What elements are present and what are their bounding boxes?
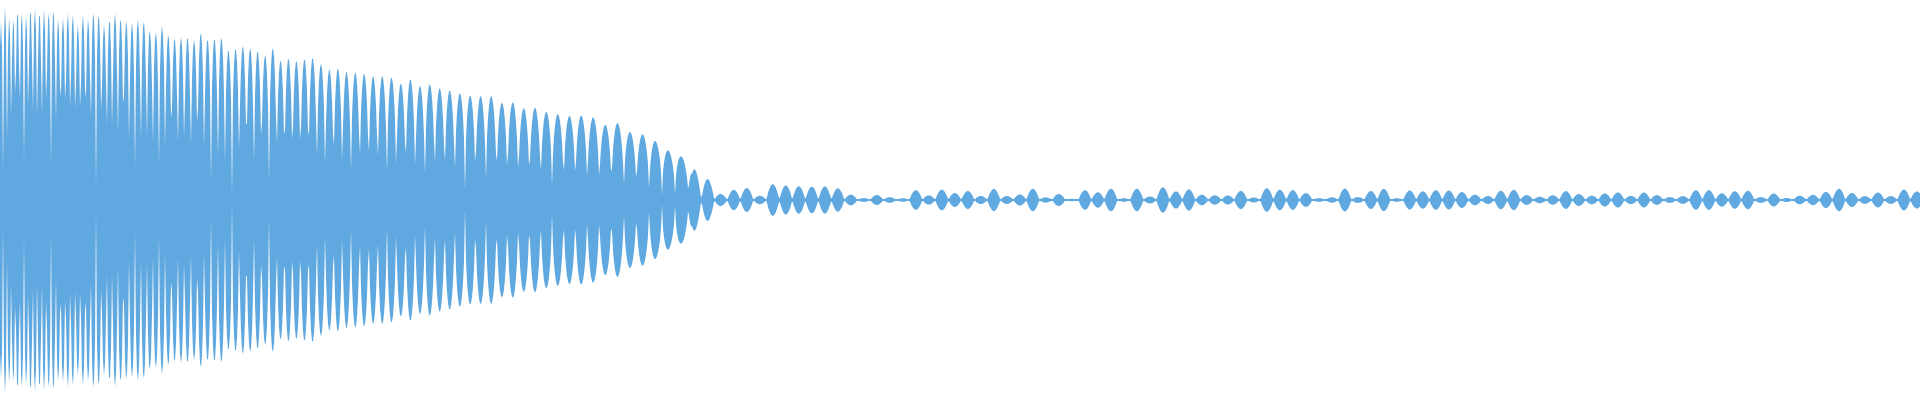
waveform-shape xyxy=(0,7,1920,393)
